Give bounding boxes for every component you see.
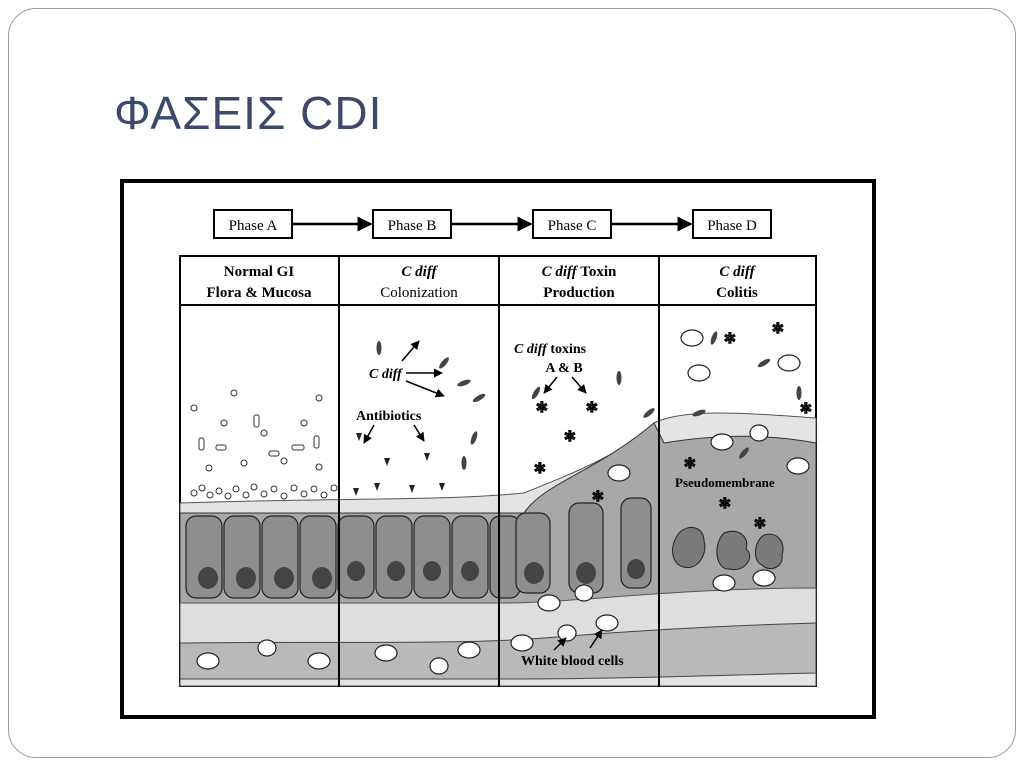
phase-flow: Phase A Phase B Phase C Phase D <box>213 209 772 239</box>
phase-b-label: Phase B <box>388 218 437 234</box>
phase-c-label: Phase C <box>548 218 597 234</box>
col-d-line1: C diff <box>719 264 756 280</box>
toxins-label-italic: C diff <box>514 342 548 357</box>
svg-text:✲: ✲ <box>592 490 604 505</box>
col-c-line1: C diff Toxin <box>542 264 617 280</box>
pseudomembrane-label: Pseudomembrane <box>675 475 775 490</box>
phase-d-box <box>692 209 772 239</box>
slide-title: ΦΑΣΕΙΣ CDI <box>114 87 383 139</box>
phase-a-label: Phase A <box>229 218 278 234</box>
col-b-line2: Colonization <box>380 285 458 301</box>
col-d-line2: Colitis <box>716 285 758 301</box>
col-a-line2: Flora & Mucosa <box>207 285 312 301</box>
svg-text:✲: ✲ <box>724 332 736 347</box>
col-c-line1-rest: Toxin <box>577 264 617 280</box>
col-c-line2: Production <box>543 285 615 301</box>
svg-text:✲: ✲ <box>586 401 598 416</box>
phase-a-box <box>213 209 293 239</box>
cdiff-label: C diff <box>369 367 403 382</box>
col-c-line1-italic: C diff <box>542 264 579 280</box>
toxins-label-rest: toxins <box>547 342 587 357</box>
column-headers: Normal GI Flora & Mucosa C diff Coloniza… <box>207 264 758 301</box>
cdi-phases-figure: Phase A Phase B Phase C Phase D <box>120 179 876 719</box>
col-a-line1: Normal GI <box>224 264 295 280</box>
svg-text:✲: ✲ <box>534 462 546 477</box>
wbc-label: White blood cells <box>521 654 624 669</box>
cdi-diagram-svg: Phase A Phase B Phase C Phase D <box>179 209 817 687</box>
col-b-line1: C diff <box>401 264 438 280</box>
svg-text:✲: ✲ <box>772 322 784 337</box>
antibiotics-label: Antibiotics <box>356 409 422 424</box>
tissue-panel: ✲ ✲ ✲ ✲ ✲ ✲ ✲ ✲ ✲ ✲ ✲ <box>179 255 817 687</box>
annotations: C diff Antibiotics C diff toxins A & B P… <box>353 340 775 669</box>
phase-b-box <box>372 209 452 239</box>
phase-d-label: Phase D <box>707 218 757 234</box>
svg-text:✲: ✲ <box>754 517 766 532</box>
svg-text:✲: ✲ <box>536 401 548 416</box>
svg-text:✲: ✲ <box>564 430 576 445</box>
svg-text:✲: ✲ <box>684 457 696 472</box>
svg-text:✲: ✲ <box>800 402 812 417</box>
toxins-ab-label: A & B <box>545 361 582 376</box>
toxins-label: C diff toxins <box>514 342 587 357</box>
svg-text:✲: ✲ <box>719 497 731 512</box>
